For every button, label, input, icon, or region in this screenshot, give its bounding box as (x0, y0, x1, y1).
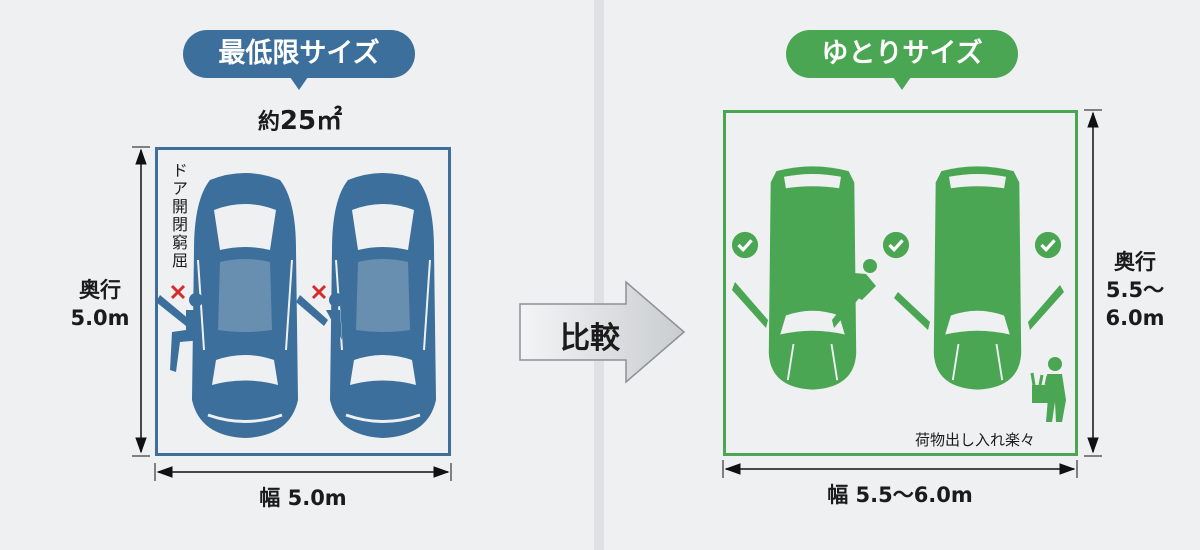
right-width-label: 幅 5.5〜6.0m (827, 483, 973, 507)
depth-label: 奥行 (79, 278, 121, 302)
depth-label: 奥行 (1114, 250, 1156, 274)
right-depth-arrow (1084, 109, 1102, 457)
spacious-size-badge: ゆとりサイズ (786, 30, 1018, 90)
open-door-icon (732, 282, 1064, 330)
left-diagram (132, 146, 452, 481)
person-icon (156, 293, 203, 372)
left-depth-arrow (132, 146, 150, 457)
left-width-label: 幅 5.0m (259, 486, 347, 510)
luggage-note: 荷物出し入れ楽々 (915, 431, 1036, 449)
left-depth-label: 奥行 5.0m (60, 276, 140, 332)
area-prefix: 約 (257, 110, 280, 135)
right-depth-label: 奥行 5.5〜 6.0m (1095, 248, 1175, 332)
panel-divider (594, 0, 604, 550)
car-icon (932, 165, 1023, 391)
right-width-arrow (722, 460, 1078, 478)
depth-value: 6.0m (1105, 306, 1165, 330)
depth-value: 5.0m (70, 306, 130, 330)
person-icon (842, 259, 877, 300)
depth-value: 5.5〜 (1105, 278, 1165, 302)
compare-label: 比較 (560, 321, 620, 356)
door-warning-label: ドア開閉窮屈 (169, 162, 188, 270)
car-icon (767, 165, 858, 391)
area-value: 25㎡ (279, 106, 343, 136)
compare-arrow-icon (519, 280, 686, 384)
minimum-size-badge: 最低限サイズ (183, 30, 415, 90)
spacious-parking-box (723, 110, 1078, 456)
person-icon (296, 293, 343, 340)
check-icon (1034, 231, 1062, 259)
person-carrying-bag-icon (1030, 357, 1066, 422)
left-area: 約25㎡ (240, 100, 360, 137)
car-icon (328, 171, 438, 440)
right-diagram (722, 109, 1102, 478)
check-icon (731, 231, 759, 259)
left-width-arrow (154, 463, 452, 481)
check-icon (882, 231, 910, 259)
cross-icon (311, 284, 327, 300)
car-icon (190, 171, 300, 440)
cross-icon (170, 284, 186, 300)
